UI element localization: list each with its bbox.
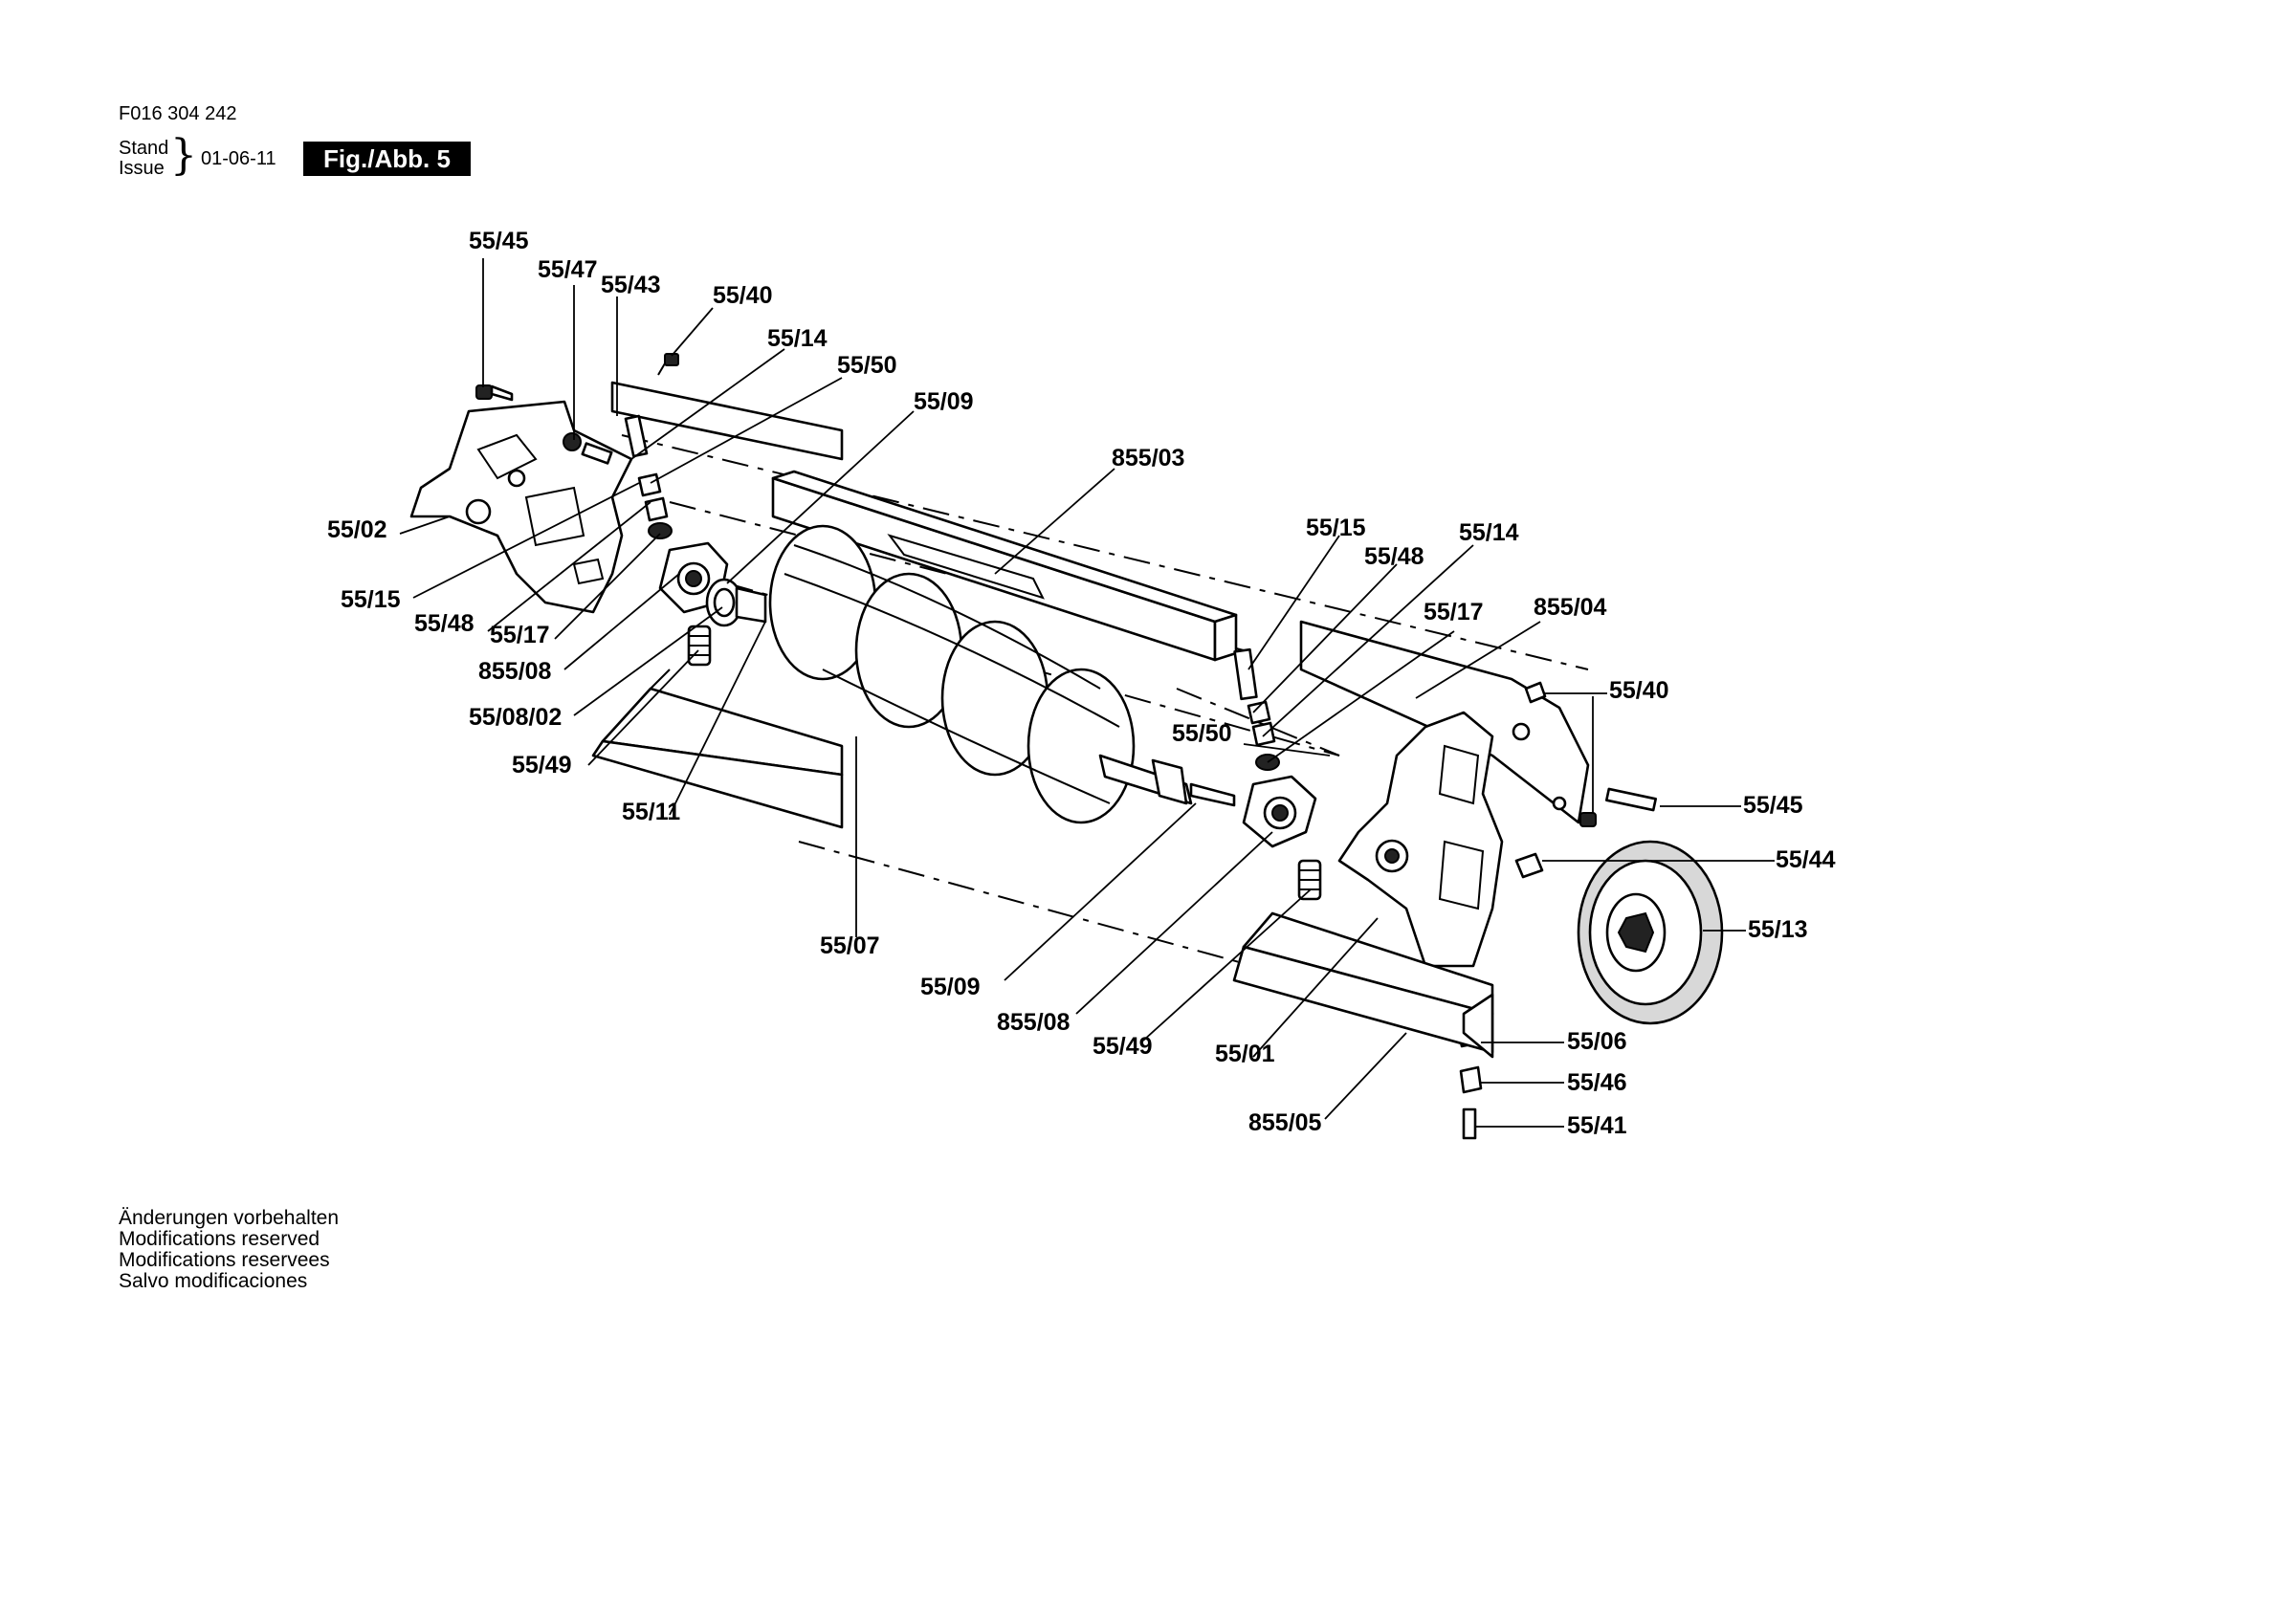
leader-lines	[399, 258, 1775, 1128]
document-number: F016 304 242	[119, 103, 237, 124]
callout-55-09-bottom: 55/09	[920, 974, 981, 1000]
notice-de: Änderungen vorbehalten	[119, 1207, 340, 1229]
top-rail-left	[610, 381, 844, 461]
callout-855-03: 855/03	[1112, 445, 1184, 472]
callout-55-47: 55/47	[538, 256, 598, 283]
callout-55-01: 55/01	[1215, 1041, 1275, 1067]
lower-left-blade	[591, 669, 844, 829]
callout-55-15-right: 55/15	[1306, 515, 1366, 541]
brace-glyph: }	[170, 131, 197, 180]
callout-55-48-right: 55/48	[1364, 543, 1424, 570]
callout-55-44: 55/44	[1776, 846, 1836, 873]
modifications-notice: Änderungen vorbehalten Modifications res…	[119, 1208, 339, 1292]
callout-55-46: 55/46	[1567, 1069, 1627, 1096]
callout-labels: 55/45 55/47 55/43 55/40 55/14 55/50 55/0…	[327, 228, 1836, 1139]
callout-855-08-bottom: 855/08	[997, 1009, 1071, 1036]
callout-55-06: 55/06	[1567, 1028, 1627, 1055]
stand-label: Stand	[119, 138, 169, 159]
issue-label: Issue	[119, 158, 165, 179]
callout-55-50-left: 55/50	[837, 352, 897, 379]
callout-855-05: 855/05	[1248, 1109, 1322, 1136]
cutting-cylinder	[768, 524, 1236, 824]
stand-issue-label: Stand Issue	[119, 139, 168, 179]
callout-55-45-top: 55/45	[469, 228, 529, 254]
lower-right-blade	[1232, 911, 1494, 1059]
left-side-plate	[409, 400, 633, 614]
callout-55-41: 55/41	[1567, 1112, 1627, 1139]
callout-55-14-left: 55/14	[767, 325, 828, 352]
callout-55-43: 55/43	[601, 272, 661, 298]
issue-date: 01-06-11	[201, 148, 276, 169]
callout-55-49-left: 55/49	[512, 752, 572, 779]
callout-55-45-right: 55/45	[1743, 792, 1803, 819]
notice-en: Modifications reserved	[119, 1228, 320, 1250]
top-screws	[657, 353, 679, 376]
callout-55-08-02: 55/08/02	[469, 704, 562, 731]
callout-55-15-left: 55/15	[341, 586, 401, 613]
notice-es: Salvo modificaciones	[119, 1270, 308, 1292]
callout-55-17-left: 55/17	[490, 622, 550, 648]
callout-55-14-right: 55/14	[1459, 519, 1519, 546]
callout-855-08-left: 855/08	[478, 658, 552, 685]
right-bearing-cog	[1242, 775, 1322, 901]
callout-55-48-left: 55/48	[414, 610, 475, 637]
callout-55-40-right: 55/40	[1609, 677, 1669, 704]
wheel	[1577, 840, 1724, 1025]
callout-55-09-top: 55/09	[914, 388, 974, 415]
callout-55-40-top: 55/40	[713, 282, 773, 309]
callout-55-17-right: 55/17	[1424, 599, 1484, 625]
roller-bar	[771, 470, 1238, 662]
figure-label: Fig./Abb. 5	[303, 142, 471, 176]
right-side-plate	[1337, 711, 1504, 968]
callout-55-07: 55/07	[820, 932, 880, 959]
notice-fr: Modifications reservees	[119, 1249, 330, 1271]
callout-855-04: 855/04	[1534, 594, 1607, 621]
callout-55-49-bottom: 55/49	[1093, 1033, 1153, 1060]
callout-55-11: 55/11	[622, 799, 680, 825]
callout-55-13: 55/13	[1748, 916, 1808, 943]
callout-55-50-right: 55/50	[1172, 720, 1232, 747]
callout-55-02: 55/02	[327, 516, 387, 543]
